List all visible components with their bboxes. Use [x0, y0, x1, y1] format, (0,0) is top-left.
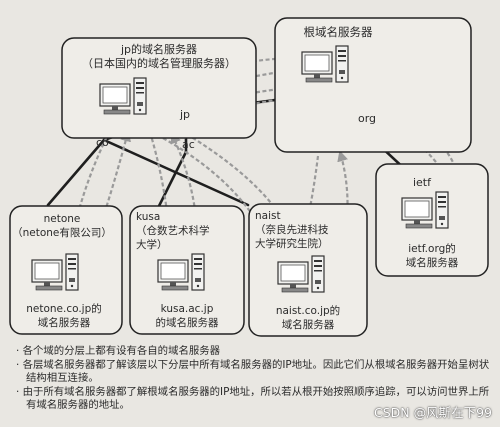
ietf-caption-line2: 域名服务器: [406, 256, 459, 269]
edge-labels: jp ac co org: [96, 108, 376, 151]
kusa-caption-line2: 的域名服务器: [156, 316, 219, 329]
link-co-netone: [46, 138, 106, 207]
naist-university-label-line2: 大学研究生院）: [255, 237, 329, 250]
note-3: · 由于所有域名服务器都了解根域名服务器的IP地址，所以若从根开始按照顺序追踪，…: [16, 385, 490, 412]
kusa-caption-line1: kusa.ac.jp: [161, 303, 214, 315]
netone-company-label: （netone有限公司）: [12, 226, 112, 239]
csdn-watermark: CSDN @风斯在下99: [373, 405, 492, 420]
ietf-server-box: ietf ietf.org的 域名服务器: [375, 163, 489, 277]
netone-caption-line1: netone.co.jp的: [26, 302, 102, 315]
link-ac-kusa: [156, 150, 188, 210]
root-server-box: 根域名服务器: [274, 17, 472, 153]
kusa-university-label-line1: （仓数艺术科学: [136, 224, 210, 237]
dns-hierarchy-diagram: jp的域名服务器 （日本国内的域名管理服务器） 根域名服务器 ietf ietf…: [9, 17, 489, 337]
naist-caption-line1: naist.co.jp的: [276, 304, 340, 317]
note-2: · 各层域名服务器都了解该层以下分层中所有域名服务器的IP地址。因此它们从根域名…: [16, 358, 490, 385]
kusa-university-label-line2: 大学）: [136, 238, 168, 251]
edge-label-jp: jp: [179, 108, 190, 121]
explanation-notes: · 各个域的分层上都有设有各自的域名服务器 · 各层域名服务器都了解该层以下分层…: [16, 345, 494, 413]
naist-server-box: naist （奈良先进科技 大学研究生院） naist.co.jp的 域名服务器: [248, 203, 368, 337]
naist-label: naist: [255, 210, 281, 222]
edge-label-org: org: [358, 112, 376, 125]
kusa-server-box: kusa （仓数艺术科学 大学） kusa.ac.jp 的域名服务器: [129, 205, 245, 335]
naist-caption-line2: 域名服务器: [282, 318, 335, 331]
root-server-title: 根域名服务器: [304, 25, 373, 39]
kusa-label: kusa: [136, 211, 160, 223]
ietf-label: ietf: [413, 176, 432, 189]
netone-server-box: netone （netone有限公司） netone.co.jp的 域名服务器: [9, 205, 123, 335]
jp-server-subtitle: （日本国内的域名管理服务器）: [82, 56, 236, 70]
edge-label-ac: ac: [182, 138, 195, 151]
jp-server-box: jp的域名服务器 （日本国内的域名管理服务器）: [61, 37, 257, 139]
note-1: · 各个域的分层上都有设有各自的域名服务器: [16, 345, 221, 357]
edge-label-co: co: [96, 136, 109, 149]
ietf-caption-line1: ietf.org的: [408, 242, 456, 255]
arrow-jp-kusa: [148, 131, 176, 262]
netone-label: netone: [44, 213, 81, 225]
jp-server-title: jp的域名服务器: [120, 42, 197, 56]
netone-caption-line2: 域名服务器: [38, 316, 91, 329]
naist-university-label-line1: （奈良先进科技: [255, 223, 329, 236]
